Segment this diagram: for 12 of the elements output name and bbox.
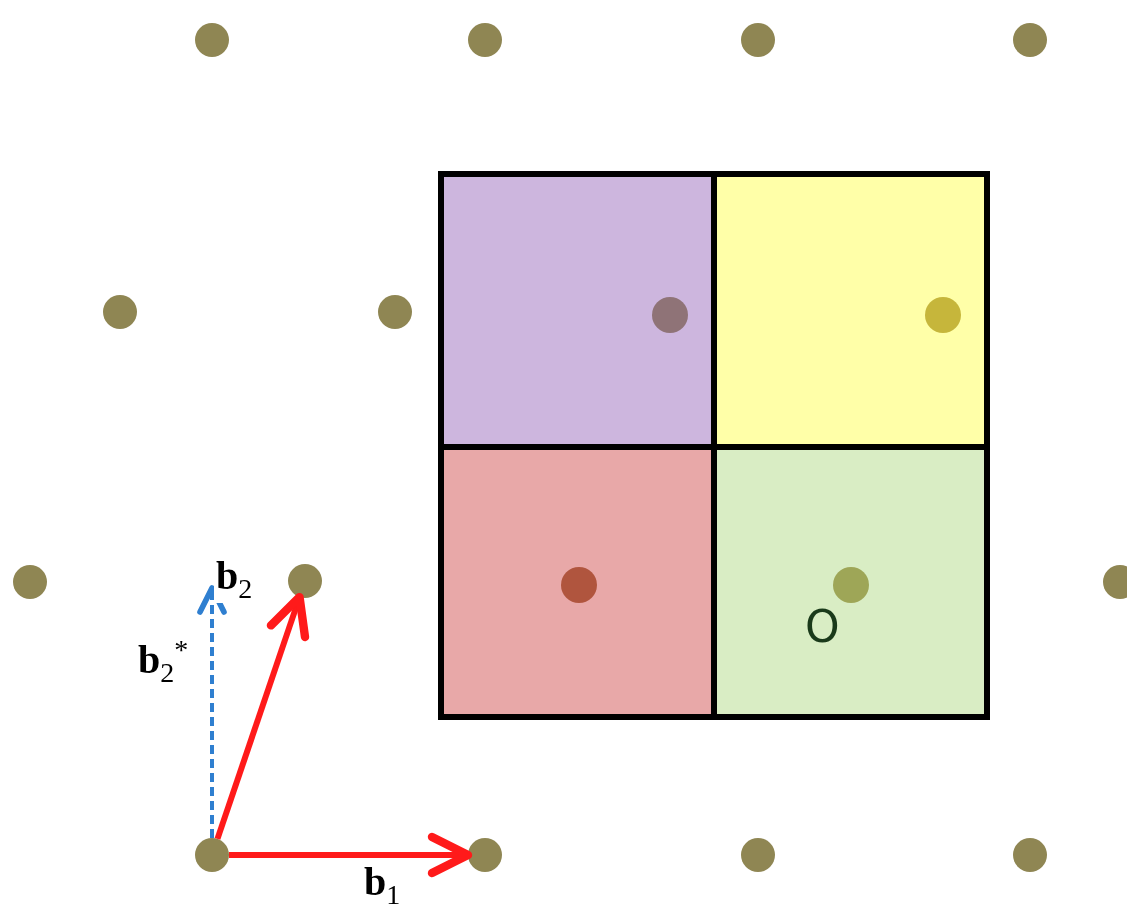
region-cell xyxy=(714,174,987,447)
cell-grid xyxy=(438,171,990,720)
dashed-vector-arrow xyxy=(197,585,227,838)
origin-label: O xyxy=(805,605,840,649)
vector-arrow xyxy=(214,592,310,840)
lattice-point xyxy=(195,838,229,872)
vector-arrow xyxy=(229,832,473,878)
lattice-point xyxy=(288,564,322,598)
region-cell xyxy=(441,447,714,717)
region-cell xyxy=(714,447,987,717)
region-cell xyxy=(441,174,714,447)
lattice-point xyxy=(468,838,502,872)
